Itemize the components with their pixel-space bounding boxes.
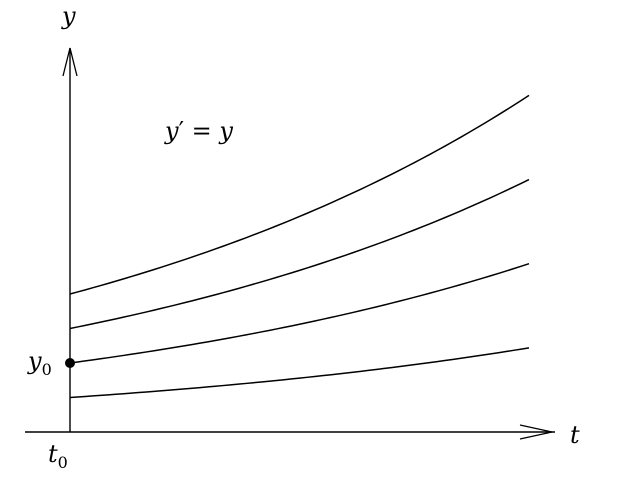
initial-value-point	[65, 358, 75, 368]
solution-curve-3	[69, 178, 530, 330]
equation-label: y′ = y	[164, 117, 233, 145]
t0-label: t0	[48, 440, 68, 472]
y-axis-arrowhead	[62, 47, 78, 77]
solution-curves	[69, 94, 530, 399]
solution-curve-1	[69, 347, 530, 399]
t-axis-arrowhead	[519, 424, 553, 440]
y0-label: y0	[27, 347, 52, 379]
solution-curve-4	[69, 94, 530, 295]
y-axis-label: y	[61, 2, 76, 30]
solution-curve-2	[69, 262, 530, 364]
t-axis-label: t	[570, 421, 580, 449]
